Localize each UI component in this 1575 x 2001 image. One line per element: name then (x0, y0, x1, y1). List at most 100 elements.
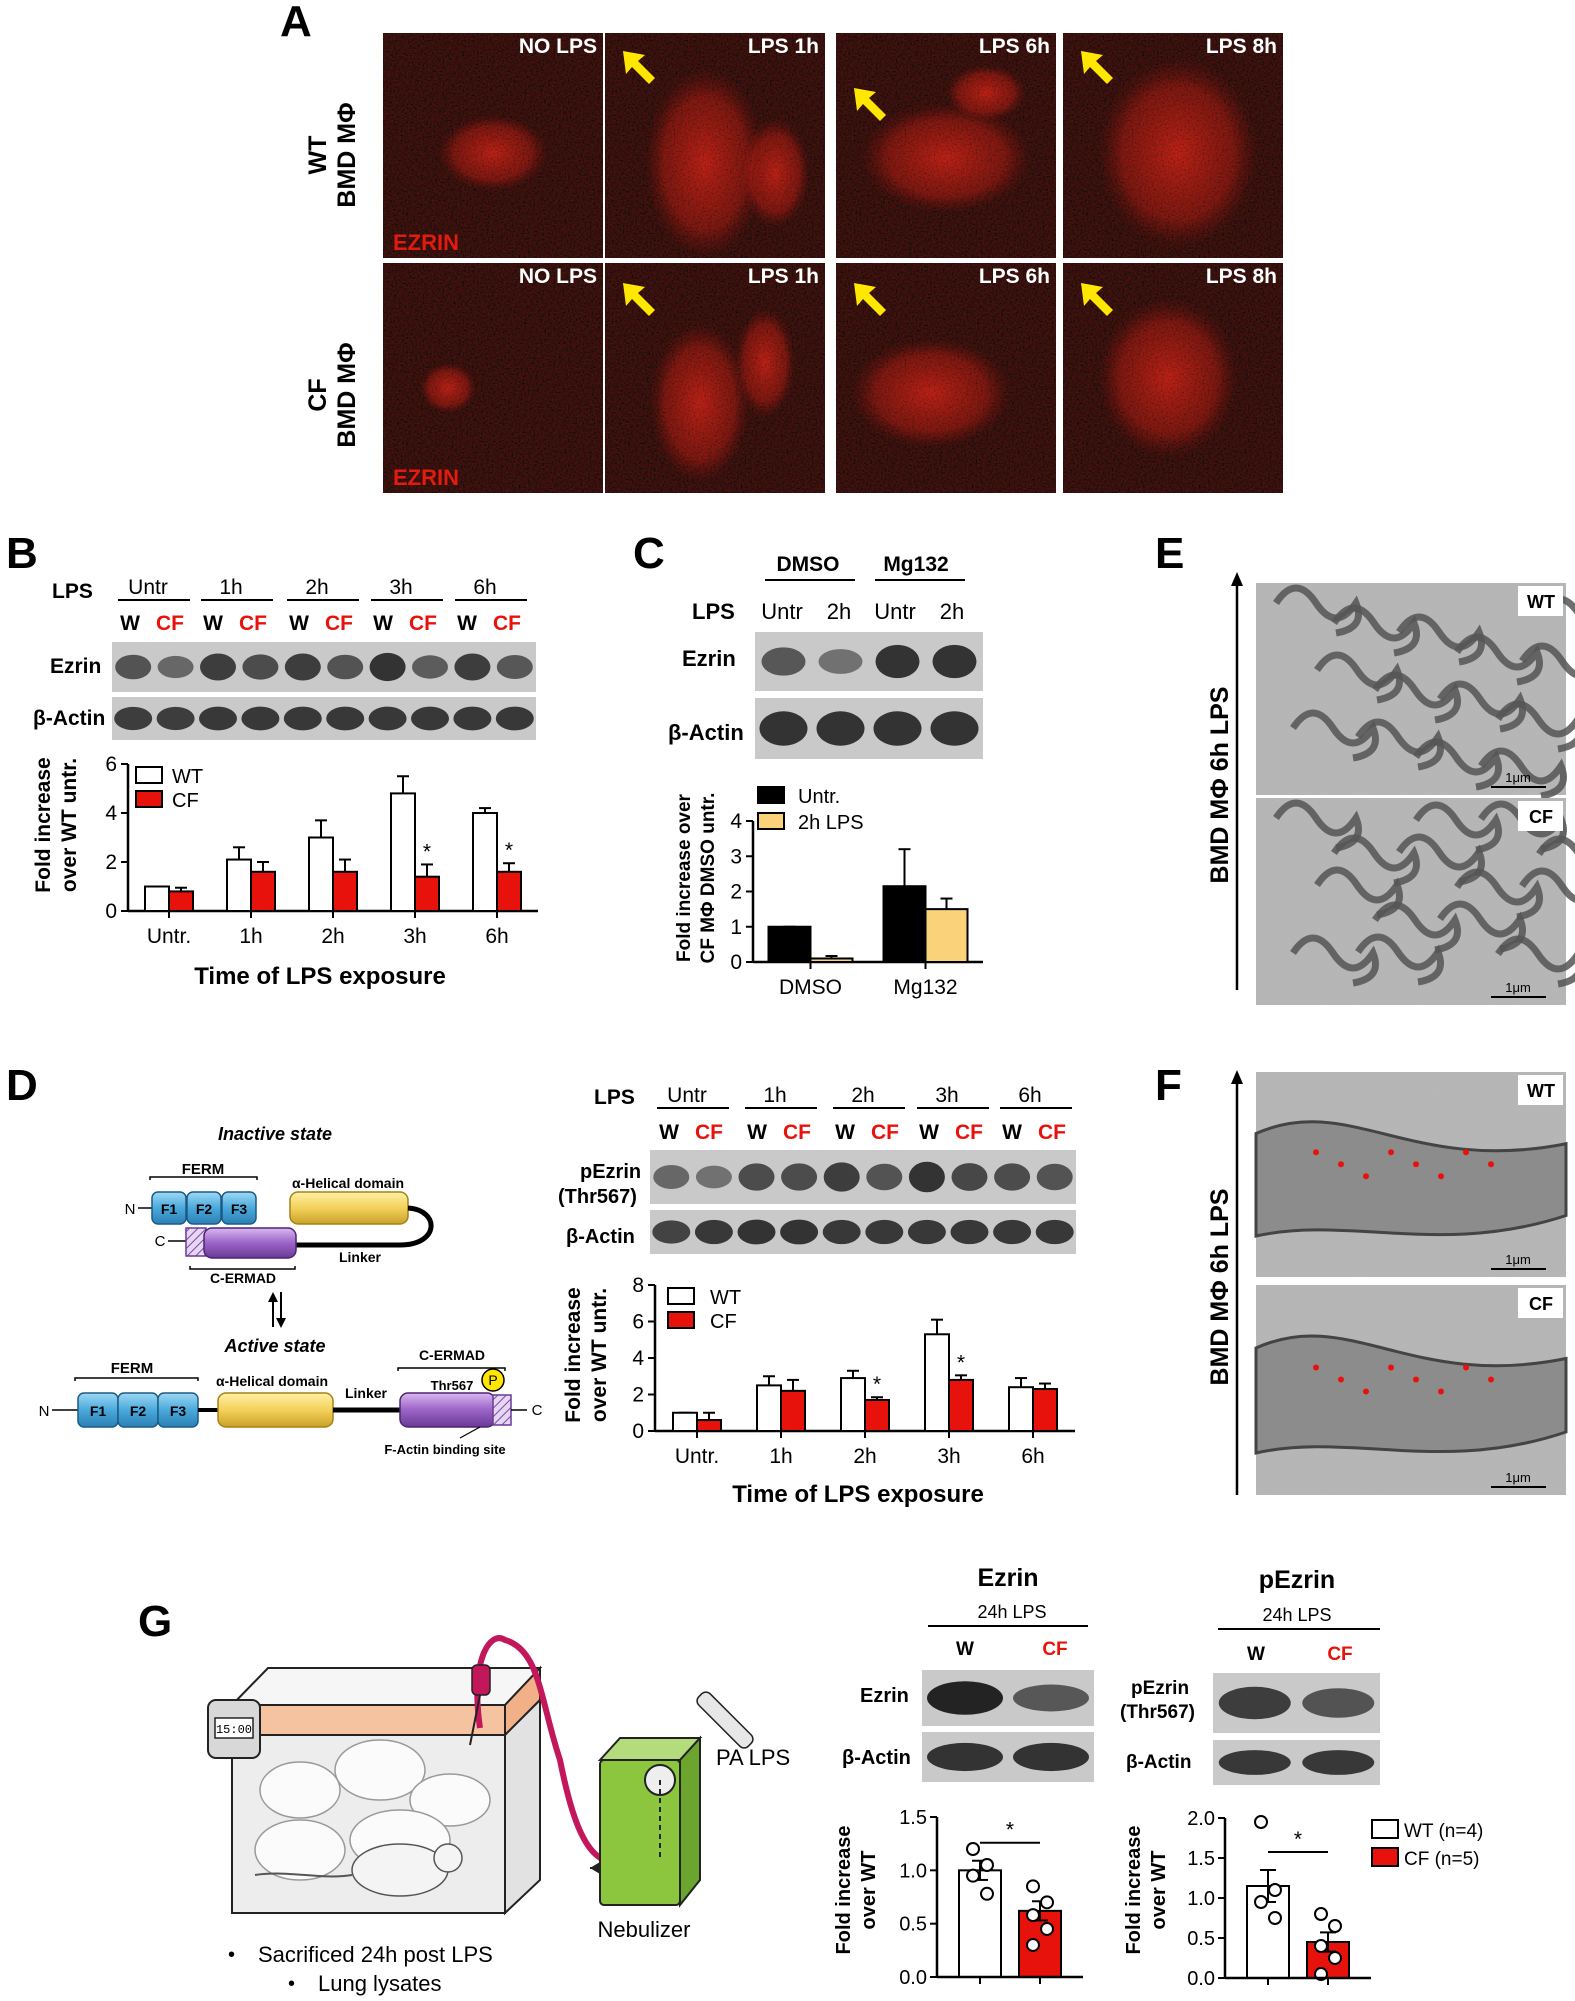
nozzle (471, 1664, 491, 1696)
bar (696, 1419, 722, 1433)
bar (168, 890, 194, 913)
blot-row-label: β-Actin (842, 1747, 911, 1769)
data-point (1254, 1895, 1268, 1909)
linker-label: Linker (339, 1249, 382, 1265)
tag-background (1518, 801, 1563, 831)
mouse-tail (254, 1872, 353, 1878)
y-tick-label: 3 (730, 845, 742, 868)
y-tick-label: 0 (632, 1420, 644, 1443)
x-axis-label: Time of LPS exposure (732, 1481, 984, 1508)
image-tag: WT (1527, 1081, 1555, 1101)
bar (840, 1377, 866, 1432)
blot-band (454, 653, 491, 681)
time-group-label: Untr (128, 576, 168, 599)
n-terminus: N (39, 1403, 50, 1420)
gold-particle (1438, 1388, 1444, 1395)
blot-band (908, 1161, 945, 1193)
equilibrium-down-head (276, 1318, 286, 1328)
tem-image: CF 1μm (1254, 1285, 1568, 1495)
image-tag: CF (1529, 807, 1553, 827)
arrow-shape (623, 51, 655, 84)
blot-band (1035, 1219, 1074, 1245)
blot-band (241, 706, 280, 731)
bar (332, 870, 358, 912)
lane-label: Untr (874, 599, 916, 624)
blot-row-label: β-Actin (668, 720, 744, 745)
actin-blot (922, 1732, 1094, 1782)
lane-w: W (203, 612, 223, 635)
membrane-fold (1372, 901, 1461, 954)
lane-w: W (659, 1121, 679, 1144)
bar (924, 908, 969, 963)
tem-image: CF 1μm (1256, 798, 1575, 1005)
domain-label: F2 (130, 1403, 147, 1419)
blot-band (411, 706, 449, 731)
time-group-label: 3h (935, 1084, 958, 1107)
y-axis-label: CF MΦ DMSO untr. (698, 793, 719, 964)
confocal-image: LPS 6h (836, 33, 1056, 258)
blot-band (1218, 1686, 1291, 1720)
speckle-overlay (836, 33, 1056, 258)
ferm-bracket (74, 1377, 199, 1381)
chamber-side (504, 1697, 541, 1916)
bar (496, 870, 522, 912)
lps-label: LPS (52, 580, 93, 603)
aerosol-cloud (334, 1739, 426, 1801)
blot-row-label: Ezrin (50, 655, 101, 678)
c-terminus: C (532, 1402, 543, 1419)
inactive-title: Inactive state (218, 1124, 332, 1144)
legend-swatch (667, 1287, 695, 1305)
data-point (1026, 1879, 1040, 1894)
scale-label: 1μm (1505, 770, 1531, 785)
legend-swatch (757, 812, 785, 830)
blot-row-label: (Thr567) (558, 1186, 637, 1208)
arrow-shape (1081, 51, 1113, 84)
blot-band (1036, 1163, 1073, 1191)
x-tick-label: 1h (769, 1445, 792, 1468)
legend-label: WT (710, 1287, 741, 1309)
blot-band (927, 1681, 1003, 1715)
cermad-label: C-ERMAD (210, 1270, 276, 1286)
factin-site (185, 1227, 207, 1257)
lane-w: W (835, 1121, 855, 1144)
bar (672, 1411, 698, 1432)
membrane-fold (1331, 604, 1420, 657)
yellow-arrow-icon (1081, 283, 1113, 316)
scale-label: 1μm (1505, 1470, 1531, 1485)
aerosol-cloud (259, 1761, 341, 1819)
blot-band (865, 1219, 904, 1245)
group-label: DMSO (777, 553, 840, 576)
y-axis-label: Fold increase (562, 1287, 585, 1422)
lane-cf: CF (156, 612, 184, 635)
cermad-label: C-ERMAD (419, 1347, 485, 1363)
cermad-domain (399, 1392, 496, 1428)
data-point (1268, 1911, 1282, 1925)
flow-arrow (590, 1862, 600, 1874)
scale-label: 1μm (1505, 980, 1531, 995)
y-tick-label: 1.0 (899, 1860, 927, 1882)
pezrin-blot (650, 1150, 1076, 1204)
gold-particle (1413, 1161, 1419, 1168)
data-point (966, 1868, 980, 1883)
bar (414, 875, 440, 913)
image-title: LPS 8h (1206, 265, 1277, 288)
chamber-lid (241, 1704, 506, 1736)
linker-loop (295, 1205, 434, 1248)
gold-particle (1313, 1149, 1319, 1156)
y-tick-label: 1.0 (1187, 1888, 1215, 1910)
ferm-label: FERM (111, 1360, 154, 1377)
tubing (474, 1635, 643, 1868)
y-tick-label: 1.5 (1187, 1848, 1215, 1870)
data-point (1040, 1922, 1054, 1936)
lane-w: W (457, 612, 477, 635)
blot-band (761, 647, 806, 676)
y-axis-label: Fold increase (32, 757, 55, 892)
aerosol-cloud (254, 1819, 346, 1881)
bar (472, 812, 498, 912)
membrane-fold (1454, 633, 1543, 686)
image-tag: CF (1529, 1294, 1553, 1314)
time-group-label: 2h (305, 576, 328, 599)
n-terminus: N (125, 1201, 136, 1218)
arrow-shape (854, 88, 886, 121)
